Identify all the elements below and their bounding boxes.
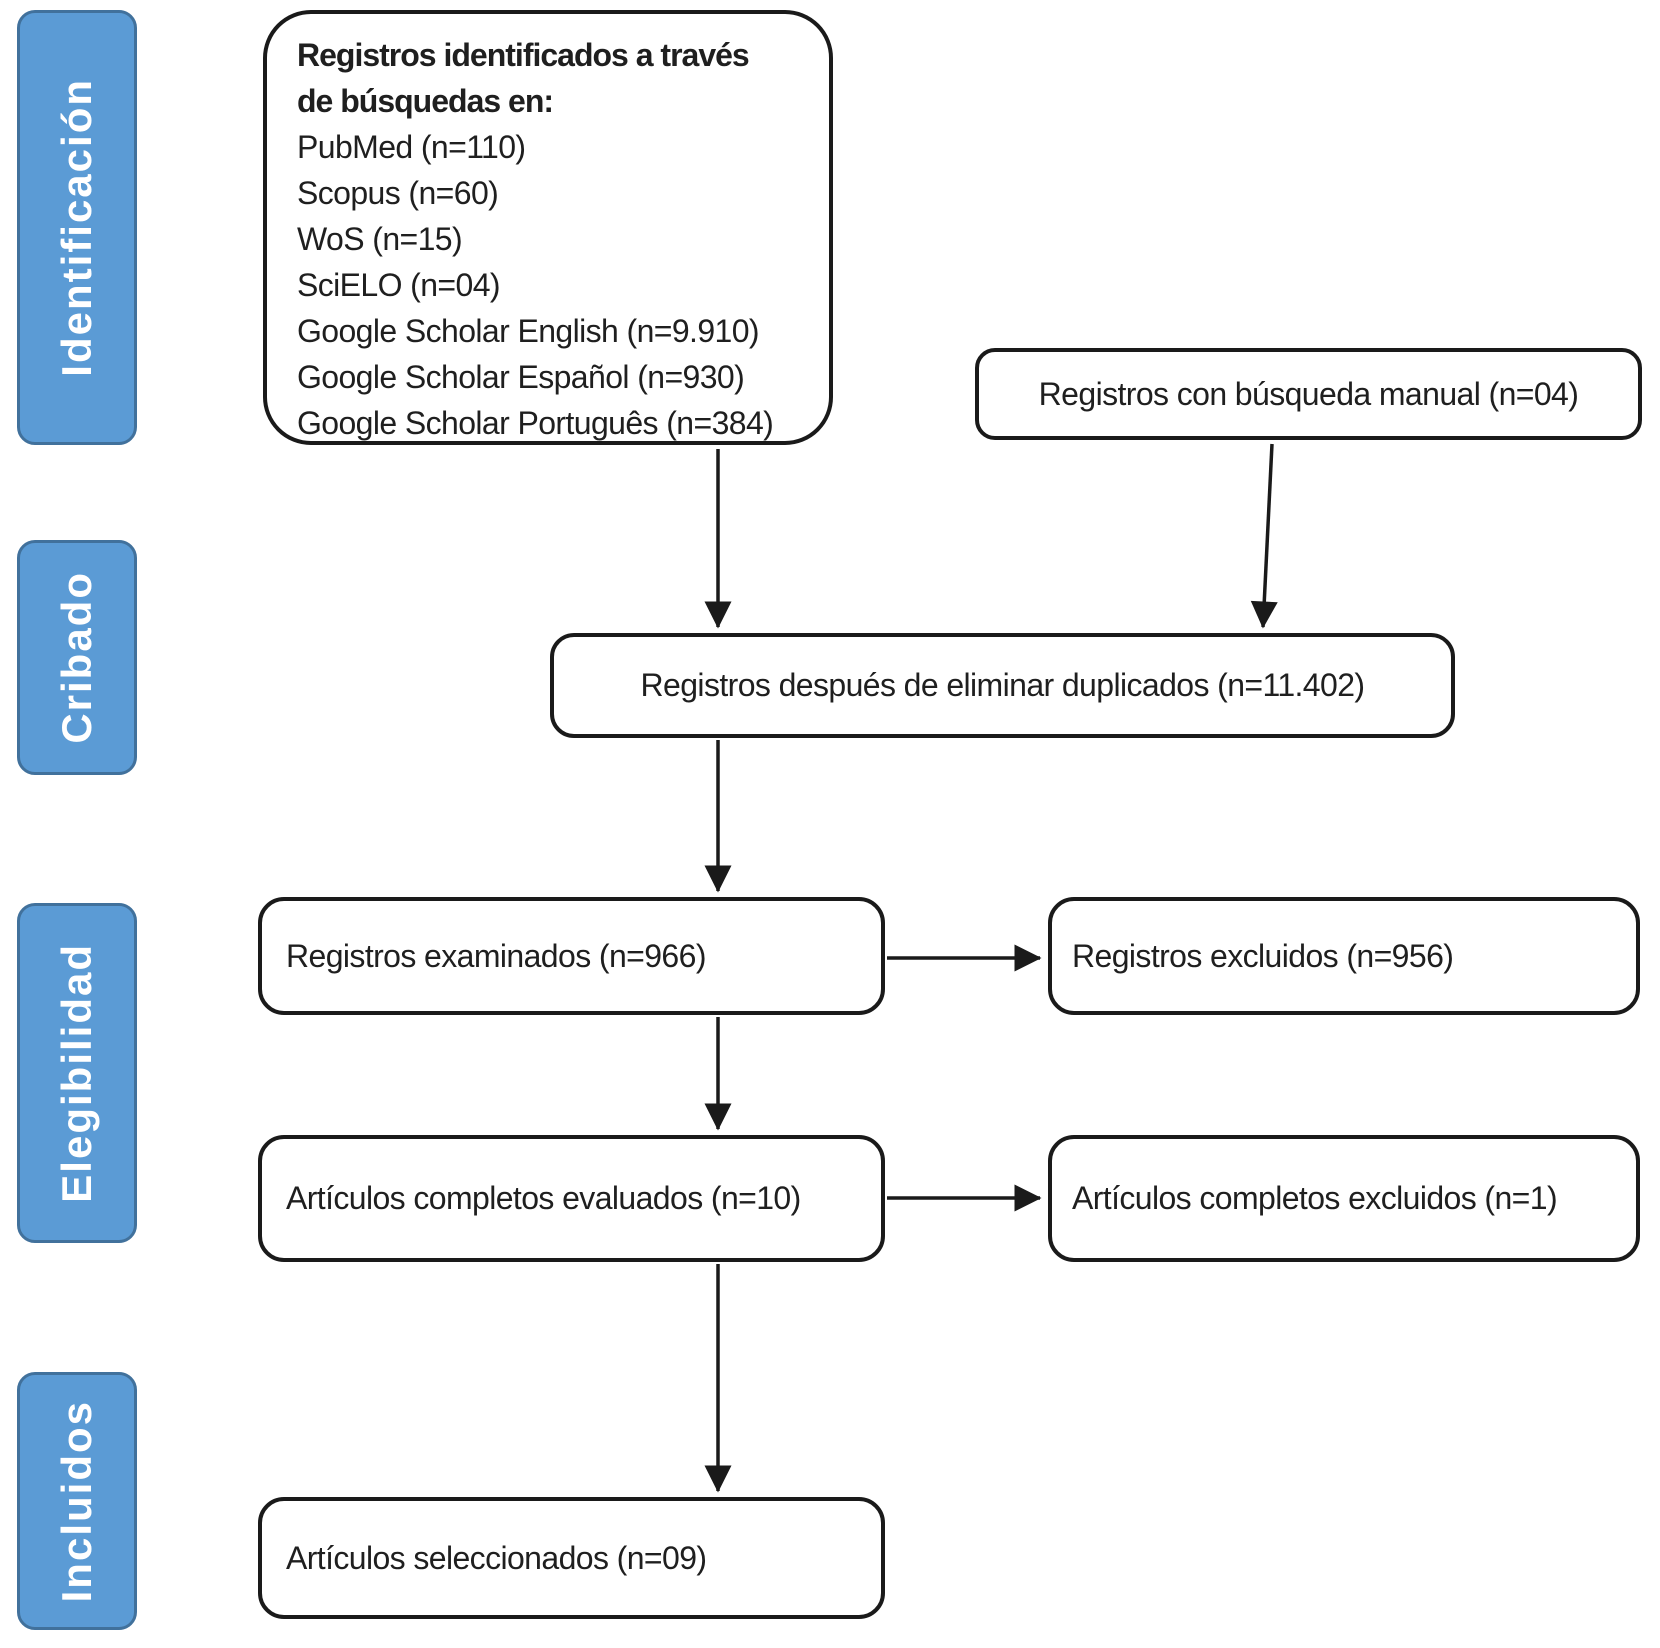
node-fulltext-excluded: Artículos completos excluidos (n=1) [1048,1135,1640,1262]
identified-records-header-line2: de búsquedas en: [297,83,554,119]
source-wos: WoS (n=15) [297,221,463,257]
phase-label-eligibility: Elegibilidad [17,903,137,1243]
node-identified-records: Registros identificados a través de búsq… [263,10,833,445]
source-scopus: Scopus (n=60) [297,175,499,211]
phase-label-included-text: Incluidos [53,1399,100,1603]
phase-label-identification: Identificación [17,10,137,445]
node-records-screened: Registros examinados (n=966) [258,897,885,1015]
records-excluded-label: Registros excluidos (n=956) [1072,937,1454,974]
manual-search-label: Registros con búsqueda manual (n=04) [1038,375,1579,412]
node-manual-search: Registros con búsqueda manual (n=04) [975,348,1642,440]
source-pubmed: PubMed (n=110) [297,129,526,165]
source-google-scholar-espanol: Google Scholar Español (n=930) [297,359,745,395]
phase-label-screening: Cribado [17,540,137,775]
identified-records-header-line1: Registros identificados a través [297,37,750,73]
node-deduplicated-records: Registros después de eliminar duplicados… [550,633,1455,738]
source-google-scholar-english: Google Scholar English (n=9.910) [297,313,760,349]
phase-label-eligibility-text: Elegibilidad [53,943,100,1203]
arrow-manual-to-deduplicated [1250,443,1278,629]
phase-label-identification-text: Identificación [53,78,100,377]
phase-label-screening-text: Cribado [53,571,100,744]
fulltext-excluded-label: Artículos completos excluidos (n=1) [1072,1180,1558,1216]
node-articles-selected: Artículos seleccionados (n=09) [258,1497,885,1619]
source-google-scholar-portugues: Google Scholar Português (n=384) [297,405,774,441]
fulltext-assessed-label: Artículos completos evaluados (n=10) [286,1180,801,1216]
deduplicated-records-label: Registros después de eliminar duplicados… [640,667,1366,703]
articles-selected-label: Artículos seleccionados (n=09) [286,1539,707,1576]
source-scielo: SciELO (n=04) [297,267,501,303]
records-screened-label: Registros examinados (n=966) [286,937,706,974]
node-records-excluded: Registros excluidos (n=956) [1048,897,1640,1015]
phase-label-included: Incluidos [17,1372,137,1630]
node-fulltext-assessed: Artículos completos evaluados (n=10) [258,1135,885,1262]
